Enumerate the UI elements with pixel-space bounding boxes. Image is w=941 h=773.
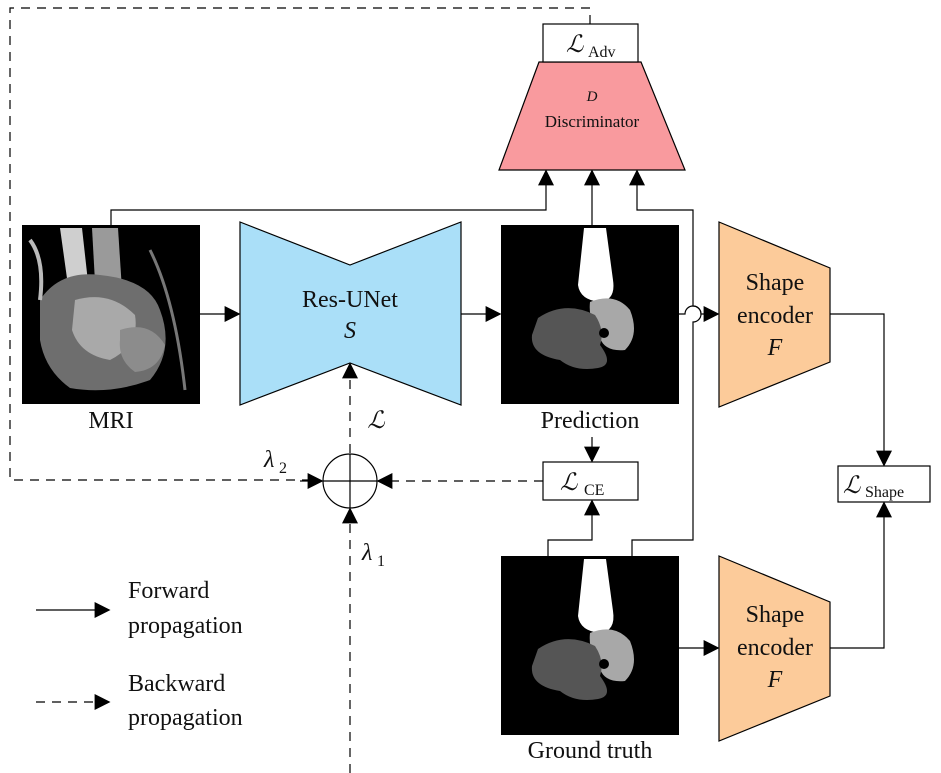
loss-adv-symbol: ℒ <box>566 32 584 58</box>
loss-shape-symbol: ℒ <box>843 473 861 499</box>
loss-adv-subscript: Adv <box>588 44 616 61</box>
mri-label: MRI <box>88 408 133 434</box>
legend-forward-line2: propagation <box>128 613 243 639</box>
lambda1-symbol: λ <box>361 540 372 566</box>
discriminator-symbol: D <box>586 89 598 105</box>
resunet-label: Res-UNet <box>302 287 398 313</box>
shape-encoder-top <box>718 221 831 408</box>
ground-truth-image <box>501 556 679 735</box>
prediction-label: Prediction <box>541 408 640 434</box>
loss-shape-subscript: Shape <box>865 484 904 501</box>
loss-ce-subscript: CE <box>584 482 604 499</box>
lambda1-subscript: 1 <box>377 553 385 570</box>
resunet-block <box>239 221 462 406</box>
resunet-symbol: S <box>344 318 356 344</box>
legend-backward-line2: propagation <box>128 705 243 731</box>
loss-shape-box: ℒ Shape <box>837 465 931 503</box>
arrow-gt-to-loss-ce <box>547 499 600 556</box>
lambda2-symbol: λ <box>263 447 274 473</box>
backward-path-adv <box>9 7 591 481</box>
shape-encoder-bottom <box>718 555 831 742</box>
legend-forward-line1: Forward <box>128 578 209 604</box>
legend: Forward propagation Backward propagation <box>36 578 243 731</box>
loss-ce-symbol: ℒ <box>560 470 578 496</box>
arrow-prediction-to-shape-encoder <box>679 305 720 322</box>
discriminator-label: Discriminator <box>545 112 640 131</box>
legend-backward-line1: Backward <box>128 671 225 697</box>
ground-truth-label: Ground truth <box>528 738 653 764</box>
shape-encoder-bottom-line2: encoder <box>737 635 813 661</box>
mri-image <box>22 225 200 404</box>
loss-adv-box: ℒ Adv <box>542 23 639 63</box>
shape-encoder-top-symbol: F <box>767 335 783 361</box>
arrow-mri-to-discriminator <box>110 169 554 225</box>
arrow-shape-encoder-bottom-to-loss-shape <box>830 501 892 649</box>
shape-encoder-top-line1: Shape <box>746 270 805 296</box>
loss-ce-box: ℒ CE <box>542 461 639 501</box>
prediction-image <box>501 225 679 404</box>
shape-encoder-bottom-line1: Shape <box>746 602 805 628</box>
arrow-shape-encoder-top-to-loss-shape <box>830 313 892 467</box>
shape-encoder-top-line2: encoder <box>737 303 813 329</box>
total-loss-label: ℒ <box>367 408 385 434</box>
shape-encoder-bottom-symbol: F <box>767 667 783 693</box>
sum-node <box>322 453 378 509</box>
lambda2-subscript: 2 <box>279 460 287 477</box>
